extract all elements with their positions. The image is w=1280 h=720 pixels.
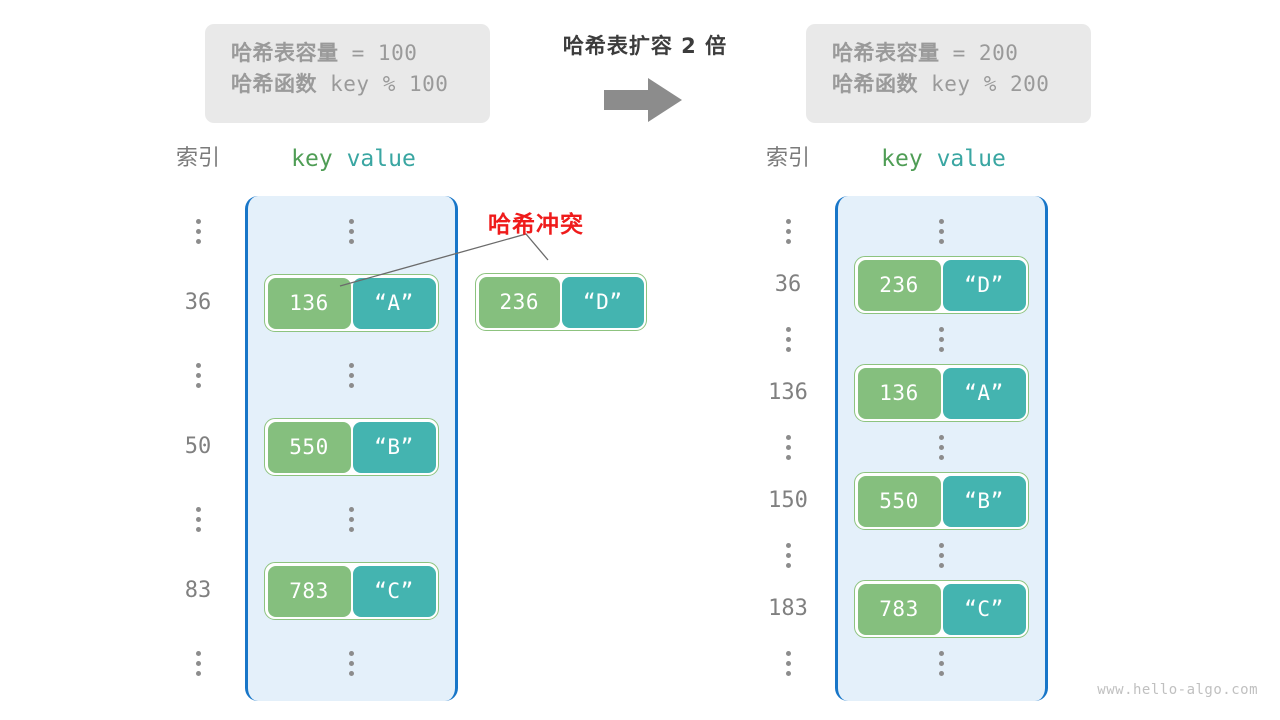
collision-connector-line: [339, 233, 549, 287]
function-value-after: key % 200: [918, 72, 1050, 96]
index-label: 136: [768, 380, 808, 405]
capacity-line-before: 哈希表容量 = 100: [231, 38, 464, 69]
right-arrow-icon: [604, 78, 682, 122]
colliding-entry-pair: 236 “D”: [475, 273, 647, 331]
entry-key: 783: [267, 565, 351, 617]
bucket-ellipsis: [935, 219, 949, 244]
column-header-key-right: key: [881, 146, 923, 172]
entry-value: “C”: [352, 565, 436, 617]
capacity-value-before: = 100: [338, 41, 418, 65]
column-header-index-left: 索引: [175, 146, 220, 171]
column-header-kv-left: key value: [246, 140, 461, 178]
hash-config-box-before: 哈希表容量 = 100 哈希函数 key % 100: [205, 24, 490, 123]
index-label: 36: [184, 290, 212, 315]
entry-pair: 550“B”: [264, 418, 439, 476]
function-label-after: 哈希函数: [832, 72, 918, 96]
function-label-before: 哈希函数: [231, 72, 317, 96]
entry-key: 550: [267, 421, 351, 473]
entry-key: 550: [857, 475, 941, 527]
column-header-index-right: 索引: [765, 146, 810, 171]
index-ellipsis: [781, 651, 795, 676]
entry-key: 136: [857, 367, 941, 419]
entry-pair: 136“A”: [264, 274, 439, 332]
entry-key: 236: [478, 276, 560, 328]
bucket-ellipsis: [935, 543, 949, 568]
index-ellipsis: [781, 219, 795, 244]
entry-pair: 136“A”: [854, 364, 1029, 422]
index-ellipsis: [191, 219, 205, 244]
column-header-kv-right: key value: [836, 140, 1051, 178]
entry-value: “A”: [352, 277, 436, 329]
column-header-value-right: value: [936, 146, 1006, 172]
bucket-ellipsis: [935, 327, 949, 352]
bucket-ellipsis: [345, 507, 359, 532]
entry-value: “C”: [942, 583, 1026, 635]
entry-pair: 783“C”: [264, 562, 439, 620]
capacity-label-after: 哈希表容量: [832, 41, 940, 65]
index-ellipsis: [781, 327, 795, 352]
index-ellipsis: [781, 435, 795, 460]
entry-key: 236: [857, 259, 941, 311]
bucket-ellipsis: [345, 363, 359, 388]
index-ellipsis: [191, 363, 205, 388]
entry-key: 783: [857, 583, 941, 635]
entry-value: “B”: [352, 421, 436, 473]
entry-value: “B”: [942, 475, 1026, 527]
entry-pair: 550“B”: [854, 472, 1029, 530]
capacity-line-after: 哈希表容量 = 200: [832, 38, 1065, 69]
collision-label: 哈希冲突: [488, 212, 584, 238]
function-line-after: 哈希函数 key % 200: [832, 69, 1065, 100]
entry-value: “D”: [562, 276, 644, 328]
capacity-value-after: = 200: [939, 41, 1019, 65]
column-header-value-left: value: [346, 146, 416, 172]
column-header-key-left: key: [291, 146, 333, 172]
entry-value: “D”: [942, 259, 1026, 311]
bucket-ellipsis: [935, 651, 949, 676]
function-line-before: 哈希函数 key % 100: [231, 69, 464, 100]
watermark: www.hello-algo.com: [1097, 682, 1258, 698]
entry-pair: 236“D”: [854, 256, 1029, 314]
bucket-array-right: 236“D” 136“A” 550“B” 783“C”: [835, 196, 1048, 701]
entry-pair: 783“C”: [854, 580, 1029, 638]
index-label: 150: [768, 488, 808, 513]
index-label: 83: [184, 578, 212, 603]
index-ellipsis: [781, 543, 795, 568]
bucket-array-left: 136“A” 550“B” 783“C”: [245, 196, 458, 701]
index-label: 36: [774, 272, 802, 297]
index-ellipsis: [191, 507, 205, 532]
function-value-before: key % 100: [317, 72, 449, 96]
index-label: 50: [184, 434, 212, 459]
bucket-ellipsis: [345, 219, 359, 244]
capacity-label-before: 哈希表容量: [231, 41, 339, 65]
transform-label: 哈希表扩容 2 倍: [562, 34, 728, 58]
hash-config-box-after: 哈希表容量 = 200 哈希函数 key % 200: [806, 24, 1091, 123]
index-ellipsis: [191, 651, 205, 676]
entry-key: 136: [267, 277, 351, 329]
entry-value: “A”: [942, 367, 1026, 419]
bucket-ellipsis: [345, 651, 359, 676]
index-label: 183: [768, 596, 808, 621]
bucket-ellipsis: [935, 435, 949, 460]
